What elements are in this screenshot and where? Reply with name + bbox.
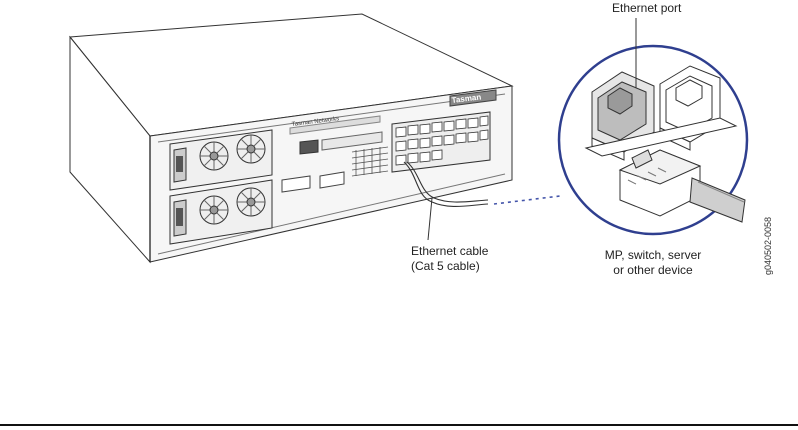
fan-icon	[237, 135, 265, 163]
cable-pointer-line	[428, 198, 432, 240]
cable-label-line1: Ethernet cable	[411, 244, 488, 259]
fan-icon	[200, 142, 228, 170]
router-device	[70, 14, 512, 262]
zoom-detail	[559, 46, 747, 234]
ethernet-port-label: Ethernet port	[612, 1, 681, 16]
ethernet-cable-label: Ethernet cable (Cat 5 cable)	[411, 244, 488, 274]
device-label-line2: or other device	[586, 263, 720, 278]
cable-label-line2: (Cat 5 cable)	[411, 259, 488, 274]
bottom-rule	[0, 424, 798, 426]
fan-icon	[237, 188, 265, 216]
device-label-line1: MP, switch, server	[586, 248, 720, 263]
figure-id-label: g040502-0058	[763, 217, 773, 275]
connection-dotted-line	[494, 196, 560, 204]
device-label: MP, switch, server or other device	[586, 248, 720, 278]
fan-icon	[200, 196, 228, 224]
